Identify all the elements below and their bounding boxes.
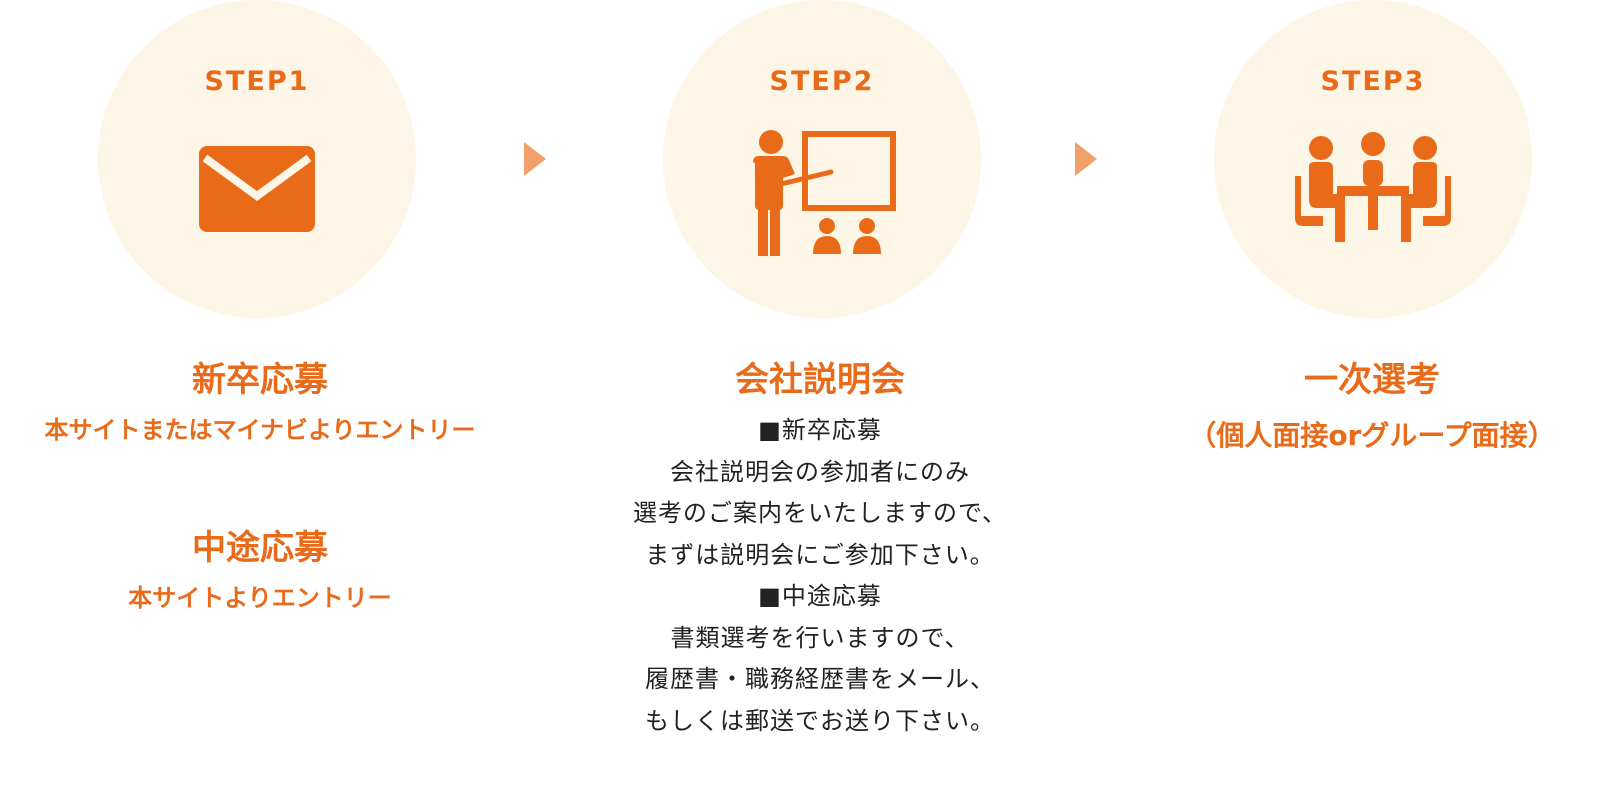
envelope-icon — [98, 146, 416, 236]
step-3-label: STEP3 — [1320, 66, 1426, 97]
presentation-icon — [663, 128, 981, 262]
step-2-description: ■新卒応募 会社説明会の参加者にのみ 選考のご案内をいたしますので、 まずは説明… — [560, 410, 1080, 742]
step-2-desc-line: ■新卒応募 — [758, 416, 882, 444]
step-3-title: 一次選考 — [1304, 360, 1440, 400]
step-1-subtitle-2: 本サイトよりエントリー — [128, 584, 392, 612]
step-2-desc-line: もしくは郵送でお送り下さい。 — [645, 706, 995, 735]
step-2-desc-line: 書類選考を行いますので、 — [670, 623, 970, 652]
step-2-title: 会社説明会 — [735, 360, 905, 400]
arrow-right-icon — [524, 142, 546, 176]
step-1-title: 新卒応募 — [192, 360, 328, 400]
step-2-desc-line: 履歴書・職務経歴書をメール、 — [645, 665, 995, 693]
step-2-desc-line: 選考のご案内をいたしますので、 — [632, 499, 1008, 527]
step-2-desc-line: 会社説明会の参加者にのみ — [670, 457, 970, 486]
step-1-circle: STEP1 — [98, 0, 416, 318]
step-2-label: STEP2 — [769, 66, 875, 97]
meeting-icon — [1214, 132, 1532, 248]
step-3-subtitle: （個人面接orグループ面接） — [1188, 419, 1556, 452]
step-3-circle: STEP3 — [1214, 0, 1532, 318]
arrow-right-icon — [1075, 142, 1097, 176]
step-2-circle: STEP2 — [663, 0, 981, 318]
step-1-title-2: 中途応募 — [192, 528, 328, 568]
step-2-desc-line: まずは説明会にご参加下さい。 — [645, 540, 995, 569]
step-1-subtitle: 本サイトまたはマイナビよりエントリー — [44, 416, 476, 444]
step-1-label: STEP1 — [204, 66, 310, 97]
step-2-desc-line: ■中途応募 — [758, 582, 882, 610]
